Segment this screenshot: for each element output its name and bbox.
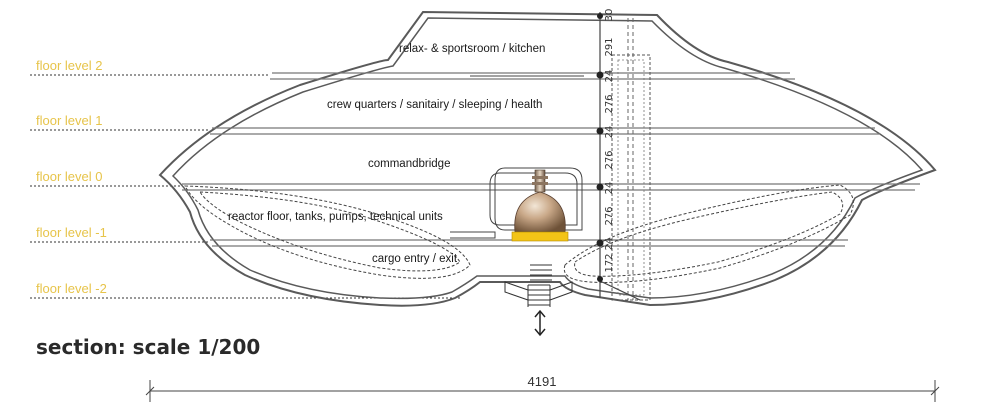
room-labels: relax- & sportsroom / kitchen crew quart… [228,43,545,265]
floor-labels: floor level 2 floor level 1 floor level … [36,58,107,296]
dim-label: 24 [604,70,615,83]
dim-label: 276 [604,206,615,225]
dim-label: 24 [604,182,615,195]
floor-label-2: floor level 2 [36,58,102,73]
reactor-base [511,231,569,242]
dim-label: 24 [604,238,615,251]
section-title: section: scale 1/200 [36,335,260,359]
reactor [511,169,569,242]
commandbridge-console [450,167,583,239]
dim-label: 291 [604,37,615,56]
shaft-column [611,54,651,301]
room-label-cargo: cargo entry / exit [372,253,458,265]
dimension-markers [596,13,604,282]
room-label-relax: relax- & sportsroom / kitchen [399,43,545,55]
room-label-reactor: reactor floor, tanks, pumps, technical u… [228,211,443,223]
floor-leader-lines [30,74,460,299]
floor-label-m1: floor level -1 [36,225,107,240]
dim-label: 24 [604,126,615,139]
tank-left [184,185,471,279]
tank-left-inner [199,191,461,272]
room-label-commandbridge: commandbridge [368,158,450,170]
floor-label-0: floor level 0 [36,169,102,184]
tank-right-inner [574,191,844,277]
cargo-ladder [504,264,573,307]
tank-right [563,184,854,283]
overall-dimension [145,380,940,402]
hull [158,10,937,307]
shaft-column-inner [617,59,645,296]
reactor-dome [514,191,566,233]
dim-label: 276 [604,94,615,113]
overall-width-label: 4191 [528,374,557,389]
dim-label: 172 [604,253,615,272]
up-down-arrow-icon [534,309,546,337]
tanks-dashed [184,184,854,283]
hull-inner [171,17,924,300]
dim-label: 276 [604,150,615,169]
shaft-diagonal [597,279,641,301]
reactor-stack [534,169,546,193]
dimension-labels: 30 291 24 276 24 276 24 276 24 172 [604,9,615,273]
shaft [597,12,651,301]
dim-label: 30 [604,9,615,22]
room-label-crew: crew quarters / sanitairy / sleeping / h… [327,99,542,111]
floor-label-1: floor level 1 [36,113,102,128]
hull-outer [158,10,937,307]
floor-label-m2: floor level -2 [36,281,107,296]
